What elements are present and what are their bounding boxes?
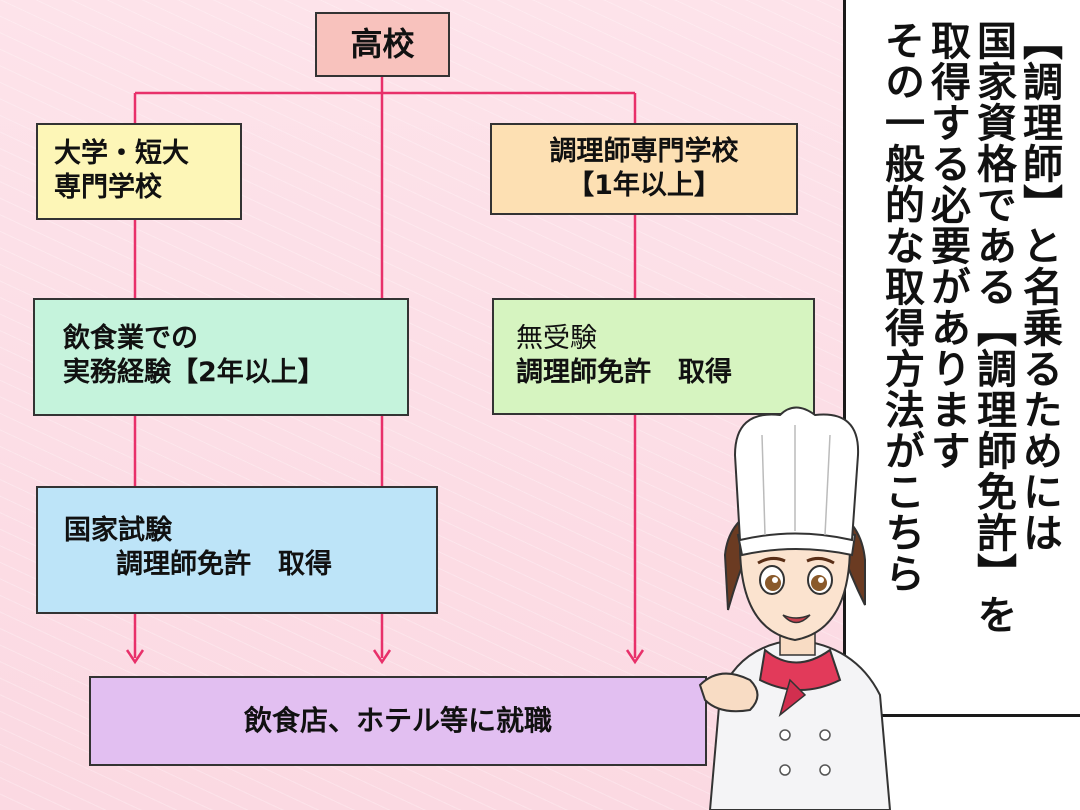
- node-university-line1: 大学・短大: [54, 138, 189, 169]
- node-employment: 飲食店、ホテル等に就職: [89, 676, 707, 766]
- arrow-head-right: [625, 649, 645, 665]
- node-national-exam: 国家試験 調理師免許 取得: [36, 486, 438, 614]
- node-university: 大学・短大 専門学校: [36, 123, 242, 220]
- node-work-line2: 実務経験【2年以上】: [63, 357, 325, 388]
- node-highschool: 高校: [315, 12, 450, 77]
- chef-illustration: [698, 406, 892, 810]
- node-exam-line2: 調理師免許 取得: [116, 549, 332, 580]
- caption-line-1: 【調理師】と名乗るためには: [1016, 20, 1062, 553]
- caption-line-2: 国家資格である【調理師免許】を: [970, 20, 1016, 635]
- node-university-line2: 専門学校: [54, 172, 162, 203]
- caption-line-4: その一般的な取得方法がこちら: [878, 20, 924, 594]
- caption-vertical: 【調理師】と名乗るためには 国家資格である【調理師免許】を 取得する必要がありま…: [878, 20, 1062, 700]
- node-noexam-line1: 無受験: [516, 323, 597, 354]
- node-no-exam: 無受験 調理師免許 取得: [492, 298, 815, 415]
- node-work-line1: 飲食業での: [63, 323, 198, 354]
- node-exam-line1: 国家試験: [64, 515, 172, 546]
- chef-hand: [698, 672, 759, 713]
- chef-face: [738, 539, 852, 642]
- chef-scarf: [758, 648, 842, 691]
- chef-hat: [733, 406, 860, 542]
- node-culinary-line1: 調理師専門学校: [549, 136, 739, 167]
- arrow-head-center: [372, 649, 392, 665]
- node-culinary-school: 調理師専門学校 【1年以上】: [490, 123, 798, 215]
- node-noexam-line2: 調理師免許 取得: [516, 357, 732, 388]
- panel-divider: [843, 714, 1080, 717]
- node-culinary-line2: 【1年以上】: [567, 170, 721, 201]
- arrow-head-left: [125, 649, 145, 665]
- caption-line-3: 取得する必要があります: [924, 20, 970, 471]
- node-work-experience: 飲食業での 実務経験【2年以上】: [33, 298, 409, 416]
